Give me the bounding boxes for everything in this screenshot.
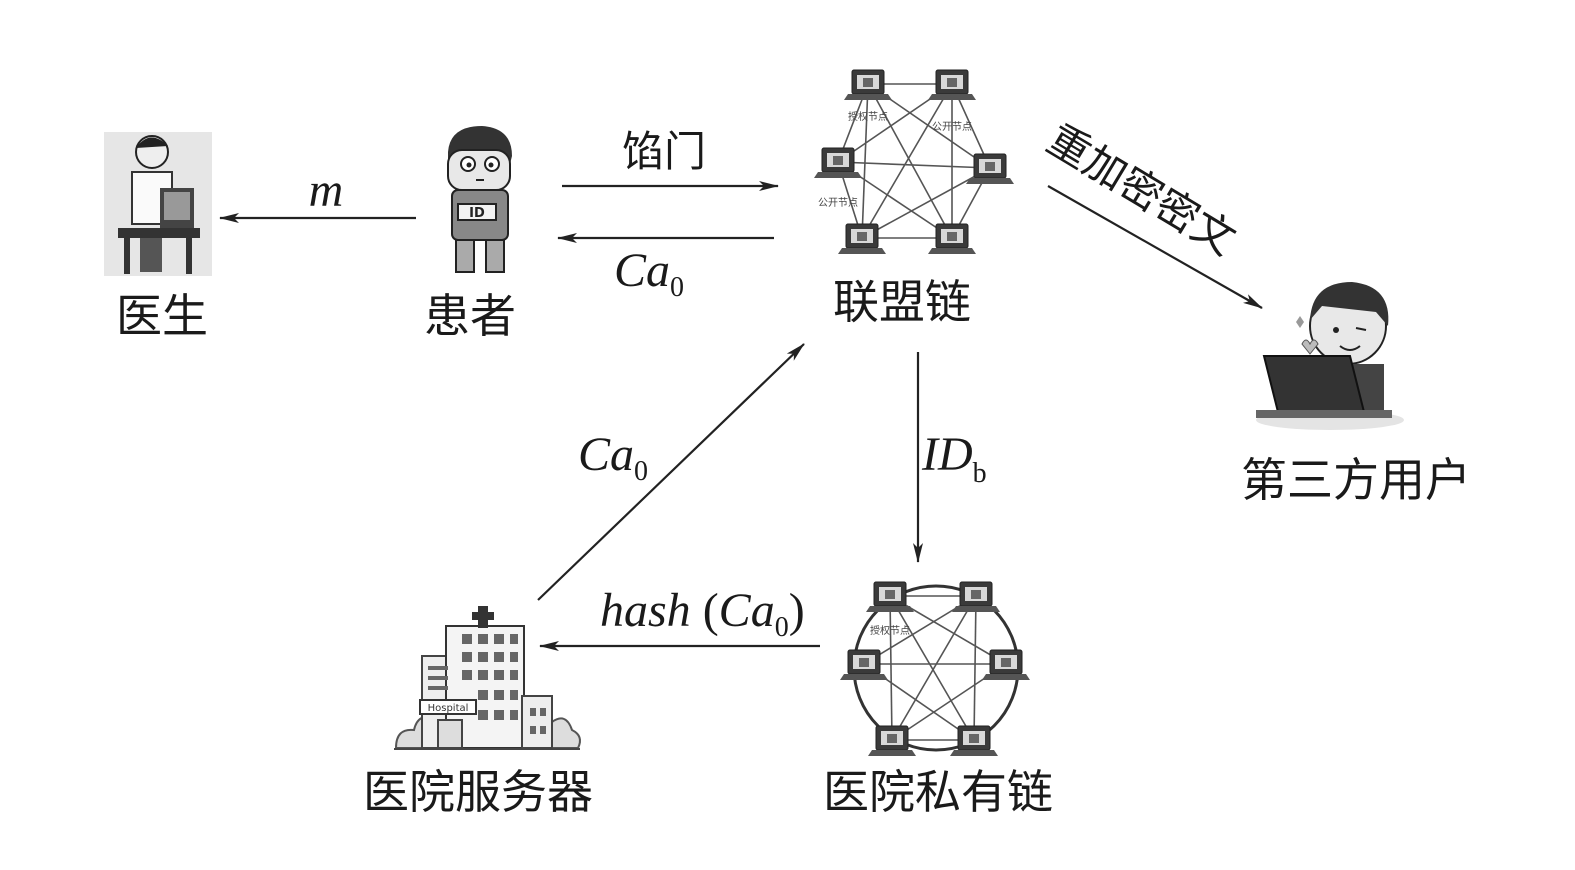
arrow-server-to-chain: [537, 343, 805, 601]
hospital-sign: Hospital: [428, 703, 469, 714]
hospital-building-icon: Hospital: [394, 606, 581, 750]
hospital-private-chain-label: 医院私有链: [823, 765, 1053, 819]
third-party-user-icon: [1256, 282, 1404, 430]
edge-label-ca0-server: Ca0: [578, 428, 648, 487]
arrow-chain-to-third-party: [1047, 185, 1263, 309]
edge-label-ca0-patient: Ca0: [614, 244, 684, 303]
hospital-server-label: 医院服务器: [363, 765, 593, 819]
svg-text:ID: ID: [469, 206, 485, 221]
hospital-private-chain-icon: 授权节点: [839, 581, 1031, 757]
doctor-icon: [104, 132, 212, 276]
doctor-label: 医生: [116, 289, 208, 343]
consortium-chain-icon: 授权节点 公开节点 公开节点: [813, 69, 1015, 255]
edge-label-trapdoor: 馅门: [622, 127, 706, 176]
third-party-user-label: 第三方用户: [1241, 453, 1471, 507]
edge-label-hash-ca0: hash(Ca0): [600, 584, 805, 643]
chain-node-tag: 授权节点: [870, 624, 910, 637]
consortium-chain-label: 联盟链: [833, 275, 971, 329]
chain-node-tag: 授权节点: [848, 110, 888, 123]
edge-label-idb: IDb: [921, 428, 987, 489]
edge-label-m: m: [309, 164, 344, 217]
chain-node-tag: 公开节点: [818, 197, 858, 209]
chain-node-tag: 公开节点: [932, 121, 972, 133]
patient-icon: ID: [447, 126, 512, 273]
edge-label-reencrypted-ciphertext: 重加密密文: [1039, 115, 1244, 265]
patient-label: 患者: [424, 289, 516, 343]
